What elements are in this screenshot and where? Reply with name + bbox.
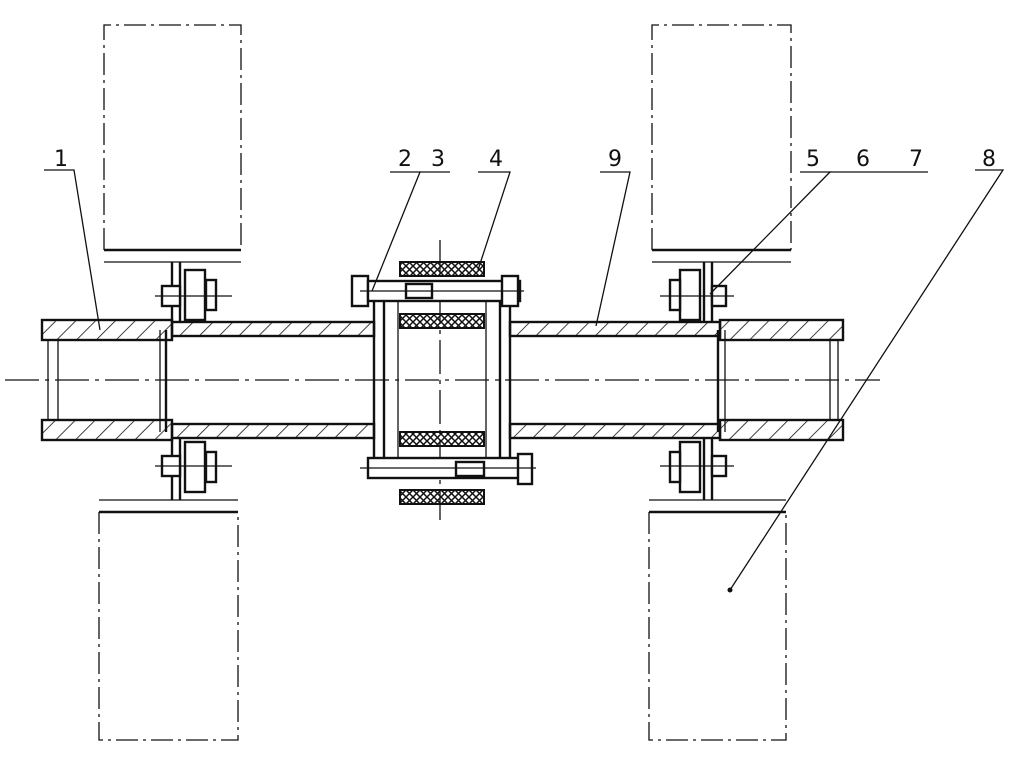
- bracket-bolt-top-right: [660, 262, 734, 322]
- bracket-bolt-bottom-right: [660, 438, 734, 500]
- leader-lines: [44, 169, 1005, 593]
- block-top-left: [103, 24, 242, 263]
- label-3: 3: [431, 147, 445, 172]
- left-shaft-section: [170, 320, 376, 440]
- label-5: 5: [806, 147, 820, 172]
- label-1: 1: [54, 147, 68, 172]
- coupling-bolt-bottom: [360, 452, 536, 486]
- label-2: 2: [398, 147, 412, 172]
- label-8: 8: [982, 147, 996, 172]
- right-pipe-section: [716, 318, 845, 442]
- bracket-bolt-top-left: [155, 262, 232, 322]
- label-4: 4: [489, 147, 503, 172]
- label-6: 6: [856, 147, 870, 172]
- coupling-bolt-top: [350, 274, 524, 308]
- label-7: 7: [909, 147, 923, 172]
- block-top-right: [651, 24, 792, 263]
- block-bottom-left: [98, 499, 239, 741]
- bracket-bolt-bottom-left: [155, 438, 232, 500]
- block-bottom-right: [648, 499, 787, 741]
- label-9: 9: [608, 147, 622, 172]
